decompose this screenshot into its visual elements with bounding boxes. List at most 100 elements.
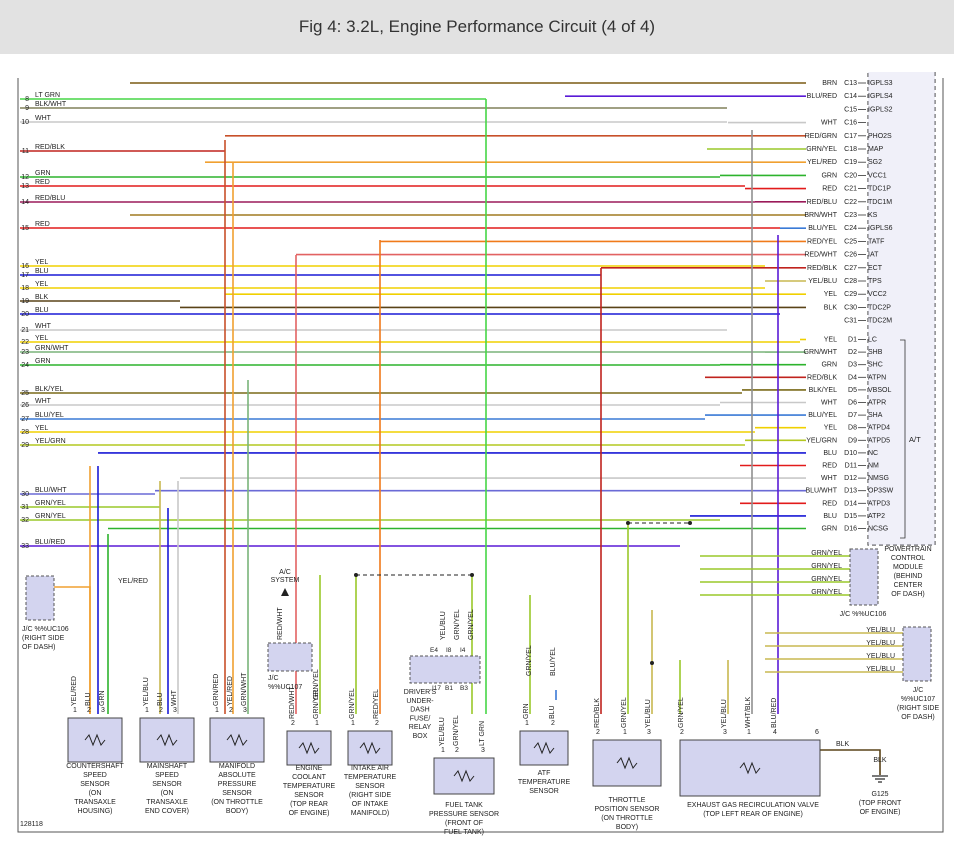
pcm-pin-color: YEL/RED	[807, 159, 837, 166]
jc107-right-label: %%UC107	[901, 696, 935, 703]
jc106-left-label: J/C %%UC106	[22, 626, 69, 633]
pcm-pin-number: C27	[844, 265, 857, 272]
sensor-label: SPEED	[155, 772, 179, 779]
pcm-pin-number: D11	[845, 463, 857, 470]
figure-title: Fig 4: 3.2L, Engine Performance Circuit …	[0, 0, 954, 54]
sensor-pin-number: 3	[101, 707, 105, 714]
pcm-pin-color: RED/YEL	[807, 238, 837, 245]
sensor-wire-label: RED/YEL	[373, 689, 380, 719]
sensor-pin-number: 1	[215, 707, 219, 714]
pcm-pin-name: NM	[868, 463, 879, 470]
pcm-pin-number: D1	[848, 337, 857, 344]
pcm-pin-number: D16	[844, 526, 857, 533]
jc107-right-label: OF DASH)	[901, 714, 934, 721]
sensor-pin-number: 4	[773, 729, 777, 736]
ground-label: G125	[871, 791, 888, 798]
wire-label: BLU	[35, 307, 49, 314]
pcm-pin-color: BLU/WHT	[806, 488, 838, 495]
pcm-pin-name: OP3SW	[868, 488, 894, 495]
fuse-box-label: UNDER-	[406, 698, 434, 705]
pcm-pin-color: YEL	[824, 425, 837, 432]
wire-label: RED	[35, 221, 50, 228]
jc106-left	[25, 575, 55, 621]
pcm-pin-number: C17	[844, 133, 857, 140]
sensor-wire-label: GRN	[99, 690, 106, 706]
pcm-pin-number: C16	[844, 120, 857, 127]
pcm-pin-color: GRN/YEL	[806, 146, 837, 153]
pcm-pin-name: IGPLS3	[868, 80, 893, 87]
splice-dot	[650, 661, 654, 665]
wire-label: BLK/YEL	[35, 386, 64, 393]
egr-ground-wire-label: BLK	[836, 741, 850, 748]
sensor-wire-label: WHT	[171, 689, 178, 706]
sensor-element	[533, 741, 555, 755]
pcm-pin-color: BLK/YEL	[809, 387, 838, 394]
pcm-pin-name: VCC1	[868, 172, 887, 179]
fuse-pin: B1	[445, 685, 453, 692]
pcm-pin-number: C28	[844, 278, 857, 285]
pcm-pin-number: D8	[848, 425, 857, 432]
pcm-pin-name: VCC2	[868, 291, 887, 298]
sensor-label: MANIFOLD)	[351, 810, 390, 817]
pcm-pin-name: SHA	[868, 412, 883, 419]
pcm-pin-color: GRN	[821, 526, 837, 533]
wire-number: 32	[21, 517, 29, 524]
pcm-pin-number: C23	[844, 212, 857, 219]
pcm-pin-color: BLK	[824, 304, 838, 311]
pcm-pin-color: BLU	[823, 513, 837, 520]
pcm-pin-number: D4	[848, 374, 857, 381]
sensor-pin-number: 2	[596, 729, 600, 736]
jc107-mid	[267, 642, 313, 672]
pcm-pin-number: C14	[844, 93, 857, 100]
pcm-pin-color: YEL	[824, 337, 837, 344]
wire-number: 22	[21, 339, 29, 346]
pcm-pin-number: D5	[848, 387, 857, 394]
pcm-pin-number: D2	[848, 349, 857, 356]
pcm-label: CONTROL	[891, 555, 925, 562]
pcm-body	[868, 72, 935, 545]
sensor-map	[209, 717, 265, 763]
wire-number: 33	[21, 543, 29, 550]
pcm-pin-name: TATF	[868, 238, 884, 245]
pcm-pin-color: RED/BLK	[807, 374, 837, 381]
pcm-pin-number: D10	[844, 450, 857, 457]
sensor-wire-label: YEL/BLU	[645, 699, 652, 728]
sensor-pin-number: 2	[680, 729, 684, 736]
wire-number: 19	[21, 298, 29, 305]
jc106-right	[849, 548, 879, 606]
sensor-pin-number: 3	[481, 747, 485, 754]
fuse-box-label: DRIVER'S	[404, 689, 437, 696]
sensor-element	[739, 761, 761, 775]
wire-label: WHT	[35, 398, 52, 405]
fuse-pin: I8	[446, 647, 452, 654]
pcm-pin-color: RED	[822, 463, 837, 470]
sensor-label: THROTTLE	[609, 797, 646, 804]
jc106-wire-label: GRN/YEL	[811, 550, 842, 557]
ac-wire2-label: GRN/YEL	[313, 669, 320, 700]
sensor-label: SENSOR	[294, 792, 324, 799]
pcm-pin-color: RED/BLU	[807, 199, 837, 206]
pcm-pin-color: RED	[822, 186, 837, 193]
pcm-pin-name: IGPLS4	[868, 93, 893, 100]
pcm-pin-name: ATPN	[868, 374, 886, 381]
jc106-left-label: (RIGHT SIDE	[22, 635, 65, 642]
pcm-pin-number: D9	[848, 437, 857, 444]
wire-layer	[20, 82, 903, 775]
sensor-pin-number: 1	[315, 720, 319, 727]
pcm-pin-name: LC	[868, 337, 877, 344]
sensor-label: BODY)	[616, 824, 638, 831]
pcm-pin-color: YEL/BLU	[808, 278, 837, 285]
jc106-right-label: J/C %%UC106	[840, 611, 887, 618]
sensor-label: COOLANT	[292, 774, 327, 781]
pcm-pin-name: SHC	[868, 362, 883, 369]
sensor-label: OF ENGINE)	[289, 810, 330, 817]
wire-number: 31	[21, 504, 29, 511]
sensor-wire-label: YEL/BLU	[143, 677, 150, 706]
jc107-right-label: (RIGHT SIDE	[897, 705, 940, 712]
fuse-pin: I17	[432, 685, 441, 692]
wire-number: 27	[21, 416, 29, 423]
pcm-pin-number: D6	[848, 400, 857, 407]
fuse-wire-label: YEL/BLU	[440, 611, 447, 640]
sensor-label: SENSOR	[152, 781, 182, 788]
